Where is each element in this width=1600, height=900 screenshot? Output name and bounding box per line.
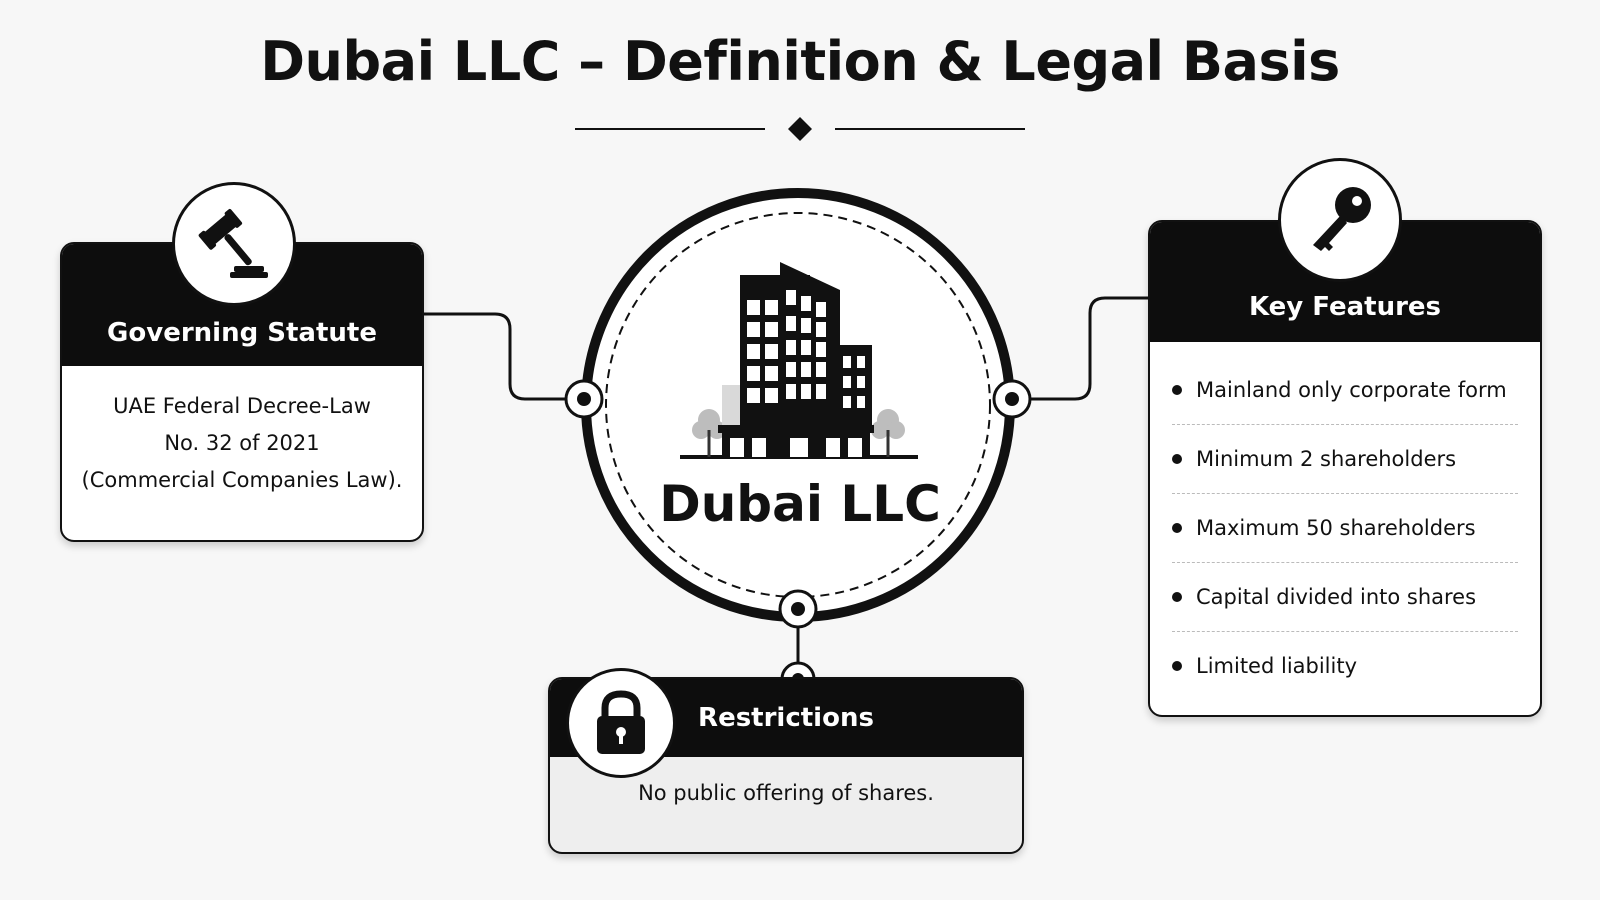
bullet-icon [1172,592,1182,602]
office-building-icon [680,262,918,459]
list-item: Limited liability [1172,632,1518,700]
bullet-icon [1172,385,1182,395]
padlock-icon [566,668,676,778]
page-title: Dubai LLC – Definition & Legal Basis [260,30,1340,93]
node-bottom [778,589,818,629]
statute-line: (Commercial Companies Law). [81,468,403,492]
center-label: Dubai LLC [659,475,941,533]
list-item: Maximum 50 shareholders [1172,494,1518,563]
statute-line: No. 32 of 2021 [164,431,320,455]
connector-right [1028,296,1148,401]
title-divider [575,117,1025,141]
gavel-icon [172,182,296,306]
key-features-card: Key Features Mainland only corporate for… [1148,220,1542,717]
bullet-icon [1172,523,1182,533]
bullet-icon [1172,661,1182,671]
list-item: Mainland only corporate form [1172,356,1518,425]
bullet-icon [1172,454,1182,464]
node-right [992,379,1032,419]
key-icon [1278,158,1402,282]
diamond-ornament [788,117,812,141]
key-features-list: Mainland only corporate form Minimum 2 s… [1150,342,1540,700]
connector-left [420,312,566,401]
list-item: Capital divided into shares [1172,563,1518,632]
governing-statute-body: UAE Federal Decree-Law No. 32 of 2021 (C… [62,366,422,499]
statute-line: UAE Federal Decree-Law [113,394,371,418]
node-left [564,379,604,419]
list-item: Minimum 2 shareholders [1172,425,1518,494]
